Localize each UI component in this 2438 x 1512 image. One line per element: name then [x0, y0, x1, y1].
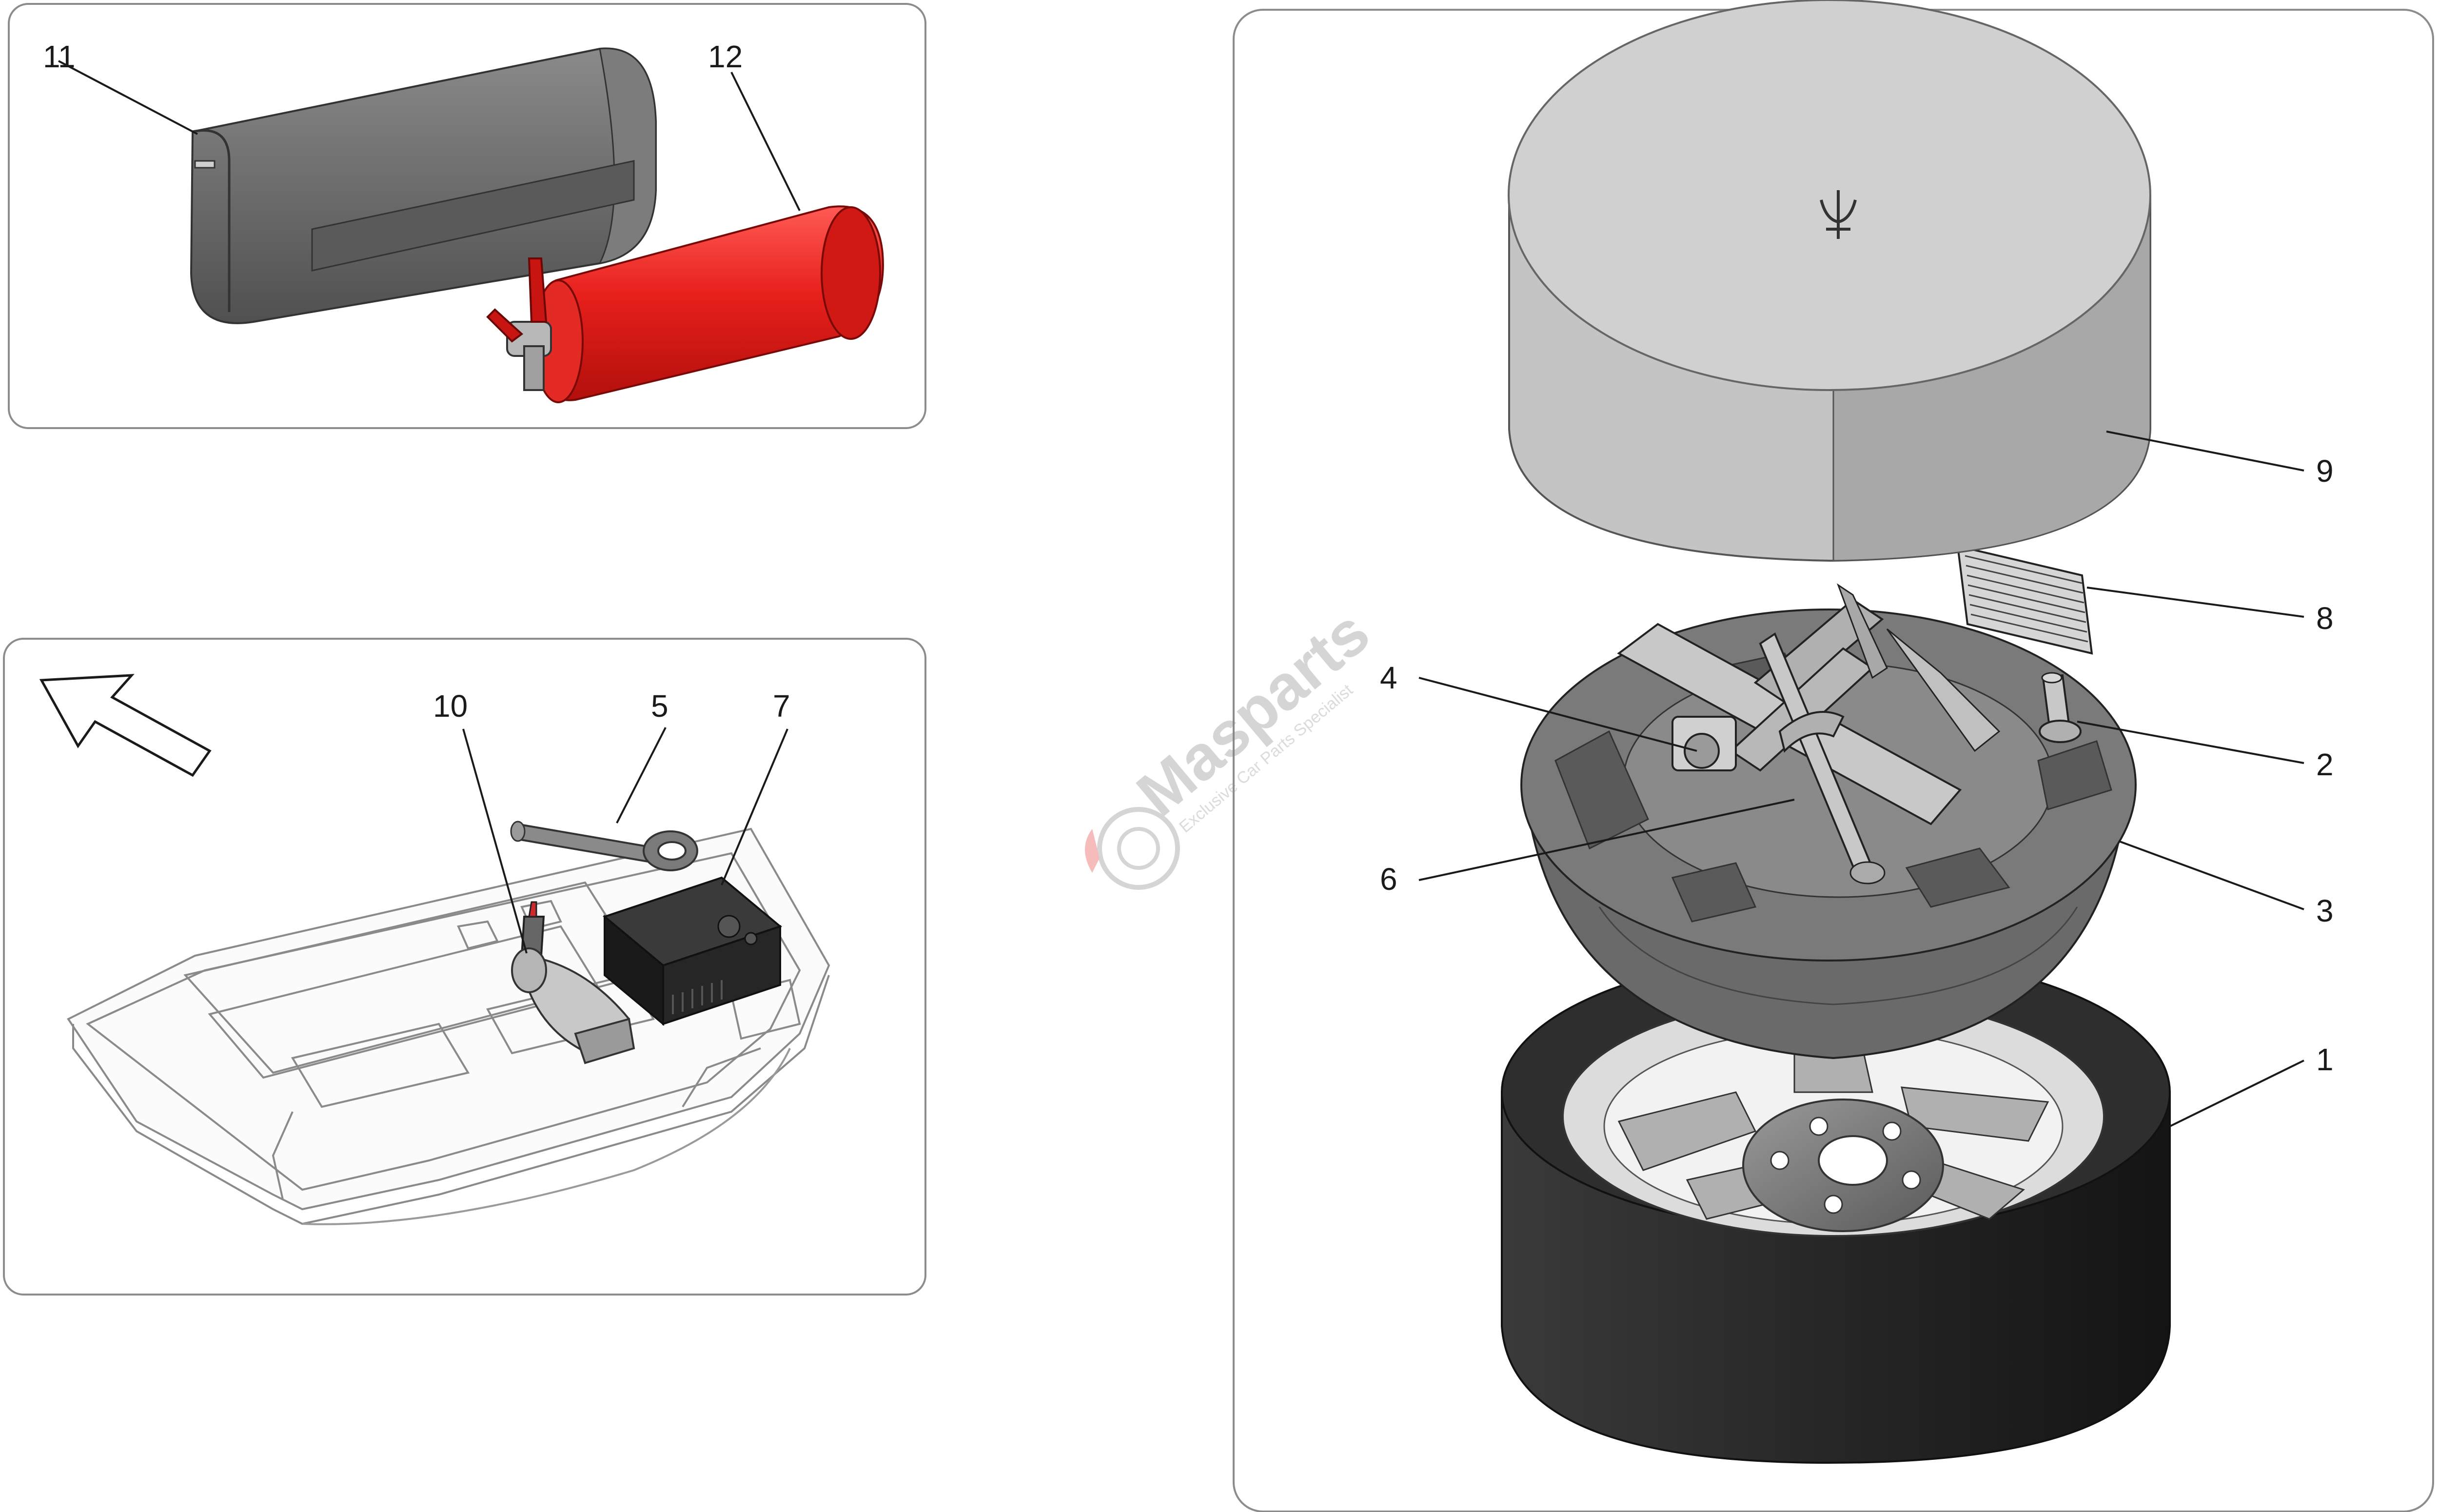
direction-arrow-icon — [39, 674, 212, 777]
callout-8: 8 — [2316, 601, 2334, 636]
trident-logo-icon — [1820, 190, 1857, 239]
instruction-card — [1956, 545, 2093, 655]
sealant-bottle — [511, 901, 635, 1064]
leader-lines — [58, 60, 2304, 1127]
callout-3: 3 — [2316, 893, 2334, 928]
callout-labels: 11 12 10 5 7 9 8 2 3 1 4 6 — [43, 39, 2334, 1077]
watermark-logo-icon — [1085, 807, 1180, 890]
callout-12: 12 — [708, 39, 743, 74]
callout-10: 10 — [433, 688, 468, 724]
callout-9: 9 — [2316, 453, 2334, 489]
tyre-compressor — [602, 876, 783, 1026]
wheel-brace — [1759, 632, 1886, 884]
callout-6: 6 — [1380, 862, 1397, 897]
panel-accessories — [8, 3, 926, 429]
panel-spare-wheel — [1233, 0, 2434, 1512]
spare-wheel-tyre — [1501, 952, 2171, 1464]
tow-eye — [510, 821, 698, 871]
tool-bag — [190, 47, 657, 324]
bolt-tool — [2039, 672, 2082, 743]
callout-7: 7 — [773, 688, 790, 724]
fire-extinguisher — [486, 205, 884, 403]
callout-2: 2 — [2316, 747, 2334, 782]
callout-5: 5 — [651, 688, 668, 724]
callout-11: 11 — [43, 39, 75, 74]
callout-4: 4 — [1380, 660, 1397, 695]
wheel-cover — [1508, 0, 2151, 562]
callout-1: 1 — [2316, 1042, 2334, 1077]
panel-trunk-tray — [3, 638, 926, 1296]
